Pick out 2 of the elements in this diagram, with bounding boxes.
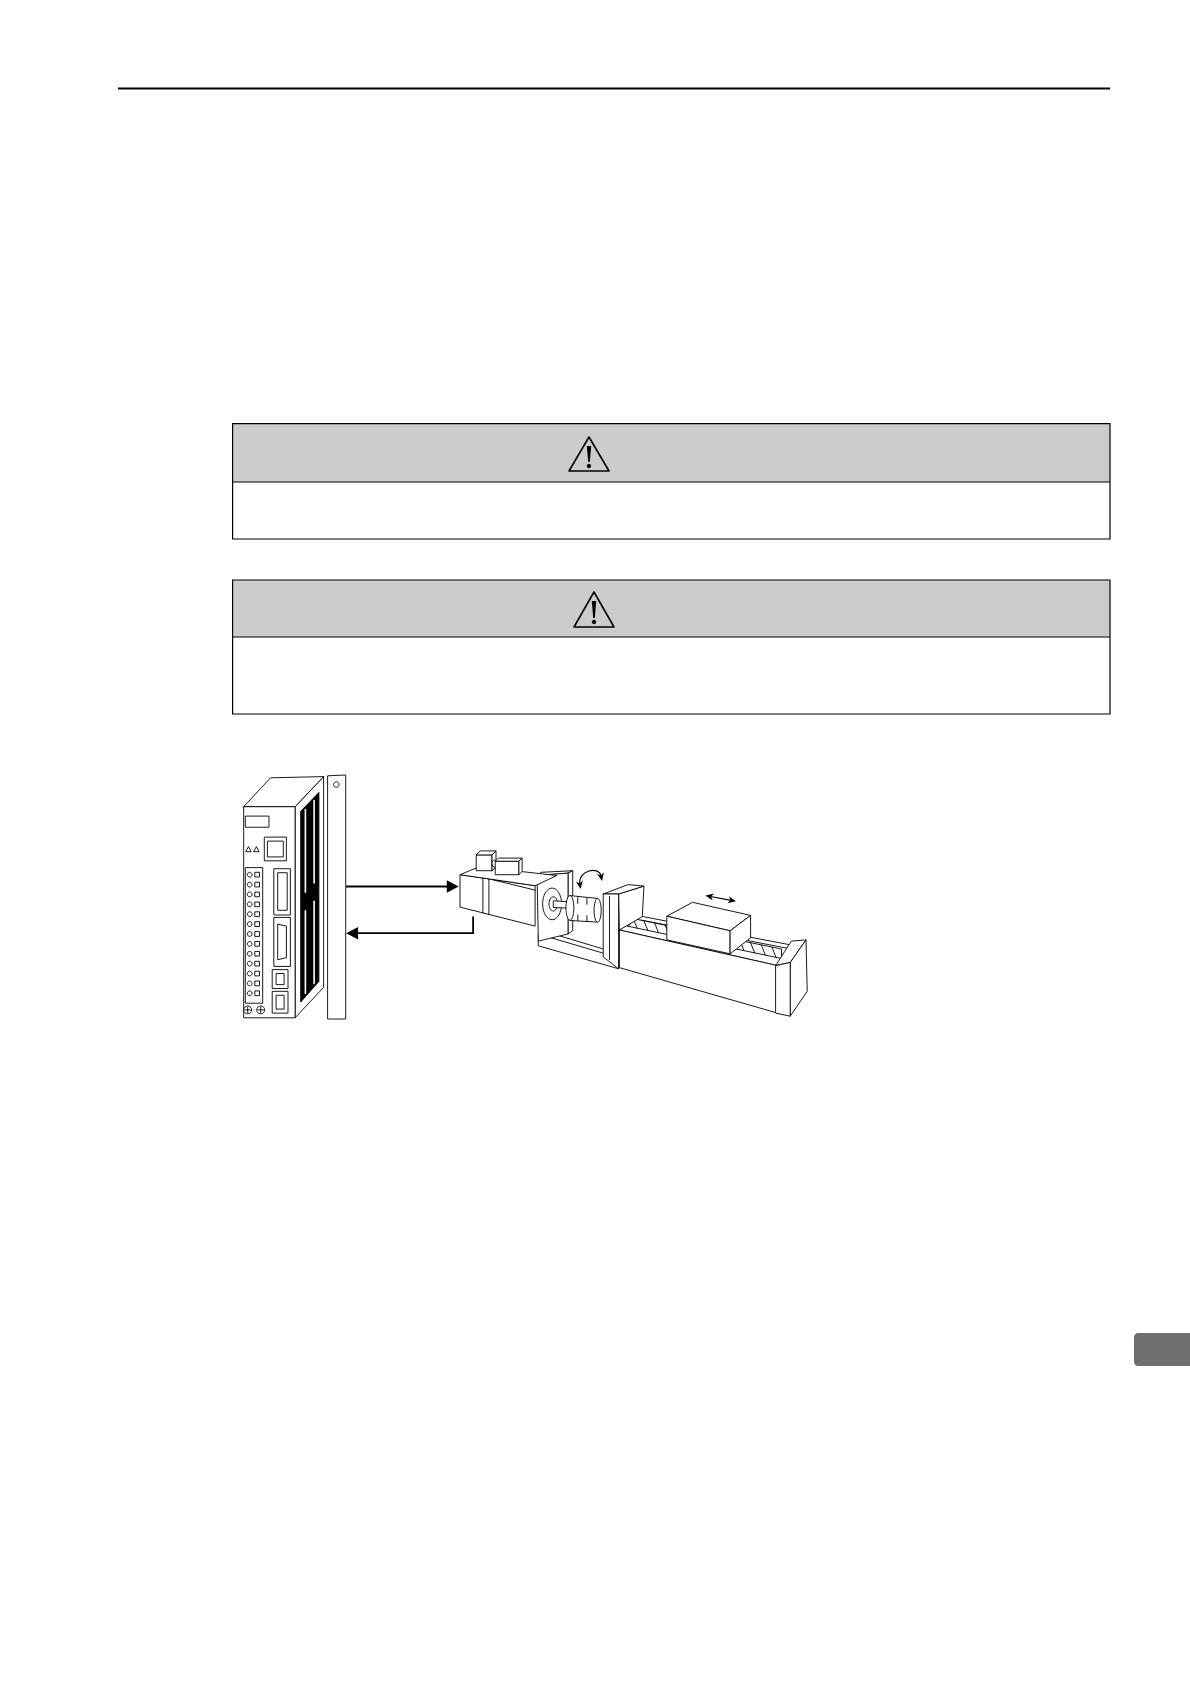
servo-drive-drawing [243,774,347,1020]
servo-motor-drawing [459,850,558,927]
